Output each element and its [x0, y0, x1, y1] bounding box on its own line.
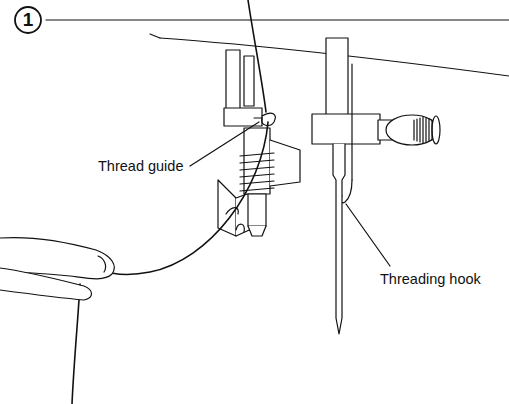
presser-bar: [244, 56, 254, 106]
spring-coil: [240, 153, 274, 191]
threading-hook: [351, 64, 352, 180]
thread-guide: [254, 117, 262, 118]
spring-coil: [240, 181, 274, 184]
leader-line: [190, 122, 259, 166]
needle: [333, 144, 345, 334]
knurling: [416, 119, 417, 141]
machine-head: [150, 34, 160, 38]
threader-assembly: [236, 224, 244, 232]
header-rule: [46, 19, 509, 20]
needle: [333, 144, 345, 334]
spring-coil: [240, 160, 274, 163]
threader-assembly: [270, 140, 300, 186]
step-number: 1: [14, 6, 42, 34]
needle-clamp: [326, 38, 348, 118]
knob-knurling: [414, 117, 432, 143]
thread: [92, 122, 268, 274]
callout-number: 1: [23, 9, 34, 31]
threader-assembly: [218, 128, 300, 236]
needle-clamp: [312, 114, 380, 144]
knurling: [413, 120, 414, 140]
spring-coil: [240, 174, 274, 177]
hand: [98, 256, 106, 272]
needle-clamp: [312, 38, 440, 145]
spring-coil: [240, 153, 274, 156]
knurling: [422, 117, 423, 143]
knurling: [425, 118, 426, 142]
hand: [0, 238, 114, 301]
presser-bar: [226, 50, 240, 110]
leader-line: [346, 204, 390, 266]
spring-coil: [240, 188, 274, 191]
needle-clamp: [432, 116, 440, 144]
needle-clamp: [386, 115, 438, 145]
threader-assembly: [248, 194, 266, 226]
threader-assembly: [248, 226, 266, 236]
knurling: [419, 118, 420, 142]
thread: [72, 0, 268, 404]
part-label: Thread guide: [98, 157, 183, 175]
part-label: Threading hook: [380, 270, 481, 288]
thread: [248, 0, 266, 112]
knurling: [431, 120, 432, 140]
hand: [0, 268, 92, 300]
knurling: [428, 119, 429, 141]
step-circle: [15, 7, 41, 33]
thread: [72, 284, 80, 404]
presser-bar: [224, 50, 262, 126]
